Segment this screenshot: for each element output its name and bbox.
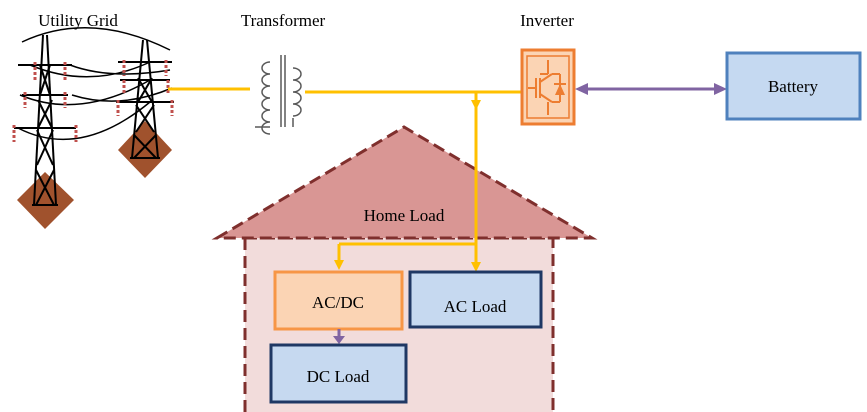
acdc-converter-box [273,270,404,331]
ac-load-box [408,270,543,329]
tower-base-left [17,172,74,229]
label-ac-load: AC Load [444,297,507,316]
label-utility-grid: Utility Grid [38,11,118,30]
ac-house-arrowheads [334,260,481,272]
dc-load-box [269,343,408,404]
house-roof [211,125,598,240]
dc-link-inverter-battery [575,83,727,95]
label-transformer: Transformer [241,11,326,30]
battery-box [725,51,862,121]
dc-link-acdc-dcload [333,329,345,344]
label-battery: Battery [768,77,819,96]
utility-grid-towers-icon [12,27,174,229]
label-inverter: Inverter [520,11,574,30]
label-dc-load: DC Load [307,367,370,386]
transformer-icon [255,55,302,135]
ac-house-lines [337,120,478,264]
label-acdc: AC/DC [312,293,364,312]
tower-base-right [118,121,172,178]
inverter-icon [520,48,576,126]
label-home-load: Home Load [364,206,445,225]
